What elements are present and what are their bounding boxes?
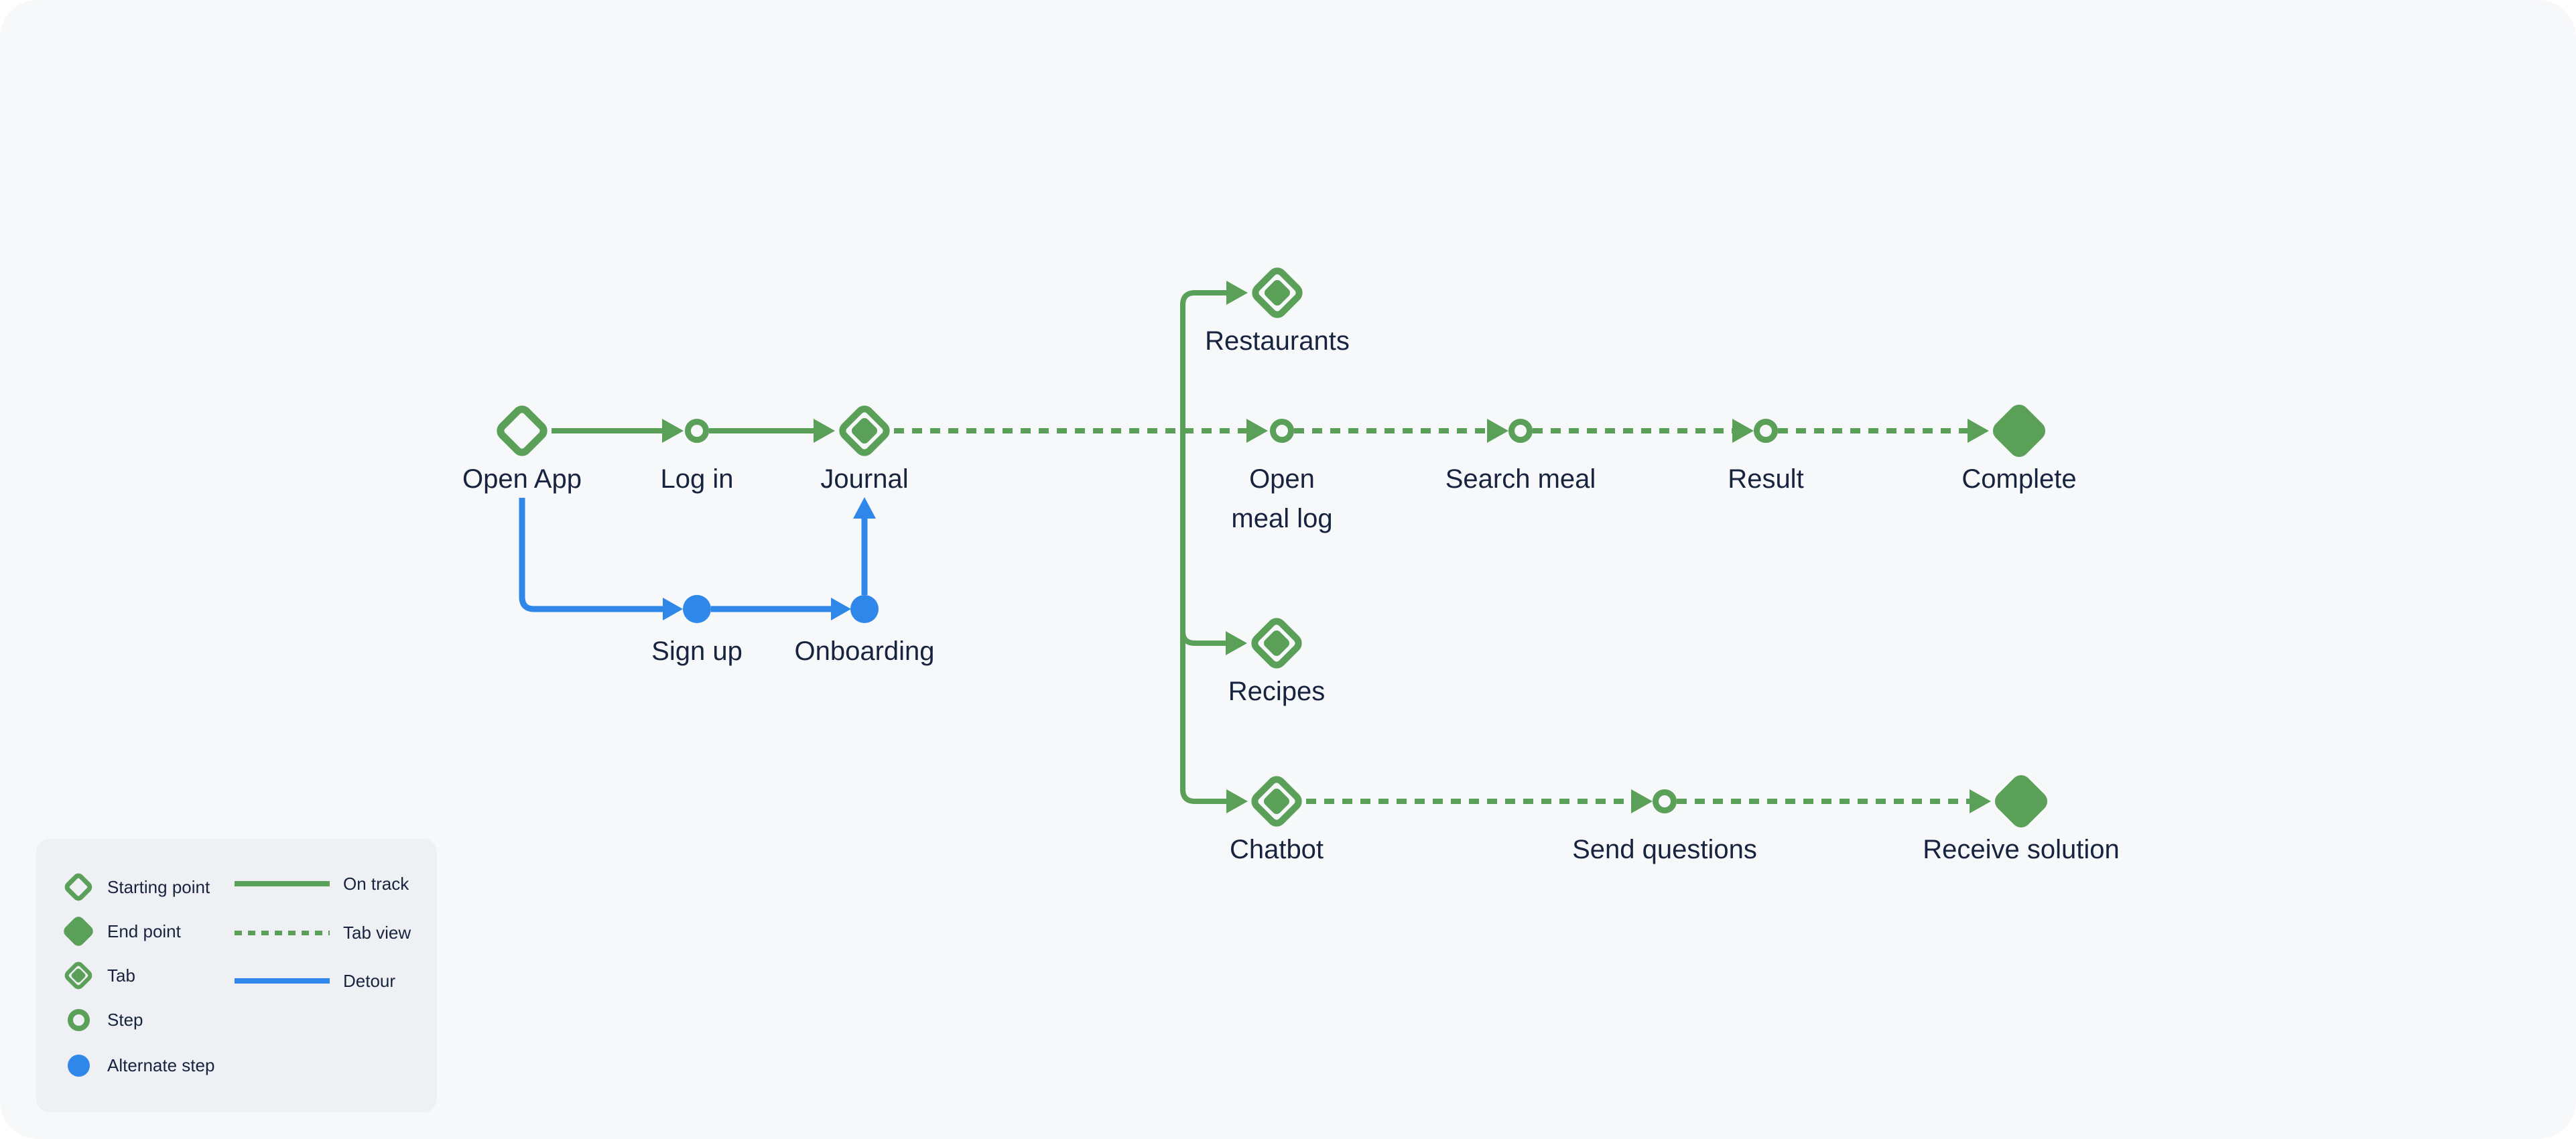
- node-label-line1: Open: [1249, 464, 1315, 494]
- tab-view-line-icon: [235, 930, 330, 935]
- arrowhead-icon: [1732, 419, 1754, 443]
- node-label: Journal: [820, 464, 909, 494]
- arrowhead-icon: [1970, 789, 1991, 813]
- node-label: Search meal: [1445, 464, 1596, 494]
- node-label: Result: [1728, 464, 1804, 494]
- legend-label: Detour: [343, 970, 396, 991]
- legend-label: Alternate step: [107, 1055, 215, 1075]
- arrowhead-icon: [1246, 419, 1268, 443]
- legend-label: End point: [107, 921, 181, 941]
- arrowhead-icon: [663, 598, 683, 620]
- arrowhead-icon: [831, 598, 851, 620]
- node-label: Onboarding: [794, 636, 935, 666]
- arrowhead-icon: [814, 419, 835, 443]
- legend-item-tab: Tab: [60, 957, 135, 994]
- legend-panel: Starting point End point Tab Step Altern…: [36, 839, 437, 1112]
- detour-line-icon: [235, 978, 330, 984]
- legend-item-tab-view: Tab view: [235, 919, 411, 946]
- node-label: Open App: [462, 464, 582, 494]
- edge-branch-recipes: [1180, 630, 1226, 646]
- starting-point-icon: [60, 868, 97, 906]
- legend-label: Step: [107, 1009, 143, 1030]
- legend-item-alternate-step: Alternate step: [60, 1047, 214, 1084]
- step-icon: [1754, 419, 1778, 443]
- node-label: Complete: [1961, 464, 2077, 494]
- legend-item-starting-point: Starting point: [60, 868, 210, 906]
- arrowhead-icon: [1226, 631, 1247, 655]
- on-track-line-icon: [235, 881, 330, 886]
- node-label: Log in: [660, 464, 734, 494]
- alternate-step-icon: [683, 595, 711, 623]
- step-icon: [1508, 419, 1533, 443]
- legend-item-step: Step: [60, 1001, 143, 1038]
- arrowhead-icon: [1968, 419, 1989, 443]
- node-label: Restaurants: [1205, 326, 1350, 356]
- arrowhead-icon: [662, 419, 684, 443]
- legend-item-on-track: On track: [235, 870, 409, 897]
- legend-label: Tab: [107, 965, 135, 986]
- legend-label: Tab view: [343, 922, 411, 943]
- end-point-icon: [60, 913, 97, 950]
- legend-item-detour: Detour: [235, 967, 395, 994]
- arrowhead-icon: [1631, 789, 1653, 813]
- arrowhead-icon: [1226, 789, 1248, 813]
- node-label: Chatbot: [1229, 835, 1324, 864]
- legend-label: Starting point: [107, 876, 210, 897]
- arrowhead-icon: [853, 497, 876, 519]
- step-icon: [1270, 419, 1294, 443]
- node-label: Receive solution: [1923, 835, 2120, 864]
- tab-icon: [60, 957, 97, 994]
- node-label-line2: meal log: [1231, 504, 1333, 533]
- node-label: Sign up: [651, 636, 743, 666]
- arrowhead-icon: [1226, 281, 1248, 305]
- legend-label: On track: [343, 873, 409, 894]
- node-label: Send questions: [1572, 835, 1757, 864]
- edge-open-app-sign-up: [519, 498, 663, 612]
- alternate-step-icon: [850, 595, 879, 623]
- arrowhead-icon: [1487, 419, 1508, 443]
- node-label: Recipes: [1228, 677, 1326, 706]
- edge-branch-trunk: [1180, 290, 1226, 804]
- legend-item-end-point: End point: [60, 913, 181, 950]
- step-icon: [685, 419, 709, 443]
- step-icon: [60, 1001, 97, 1038]
- step-icon: [1653, 789, 1677, 813]
- alternate-step-icon: [60, 1047, 97, 1084]
